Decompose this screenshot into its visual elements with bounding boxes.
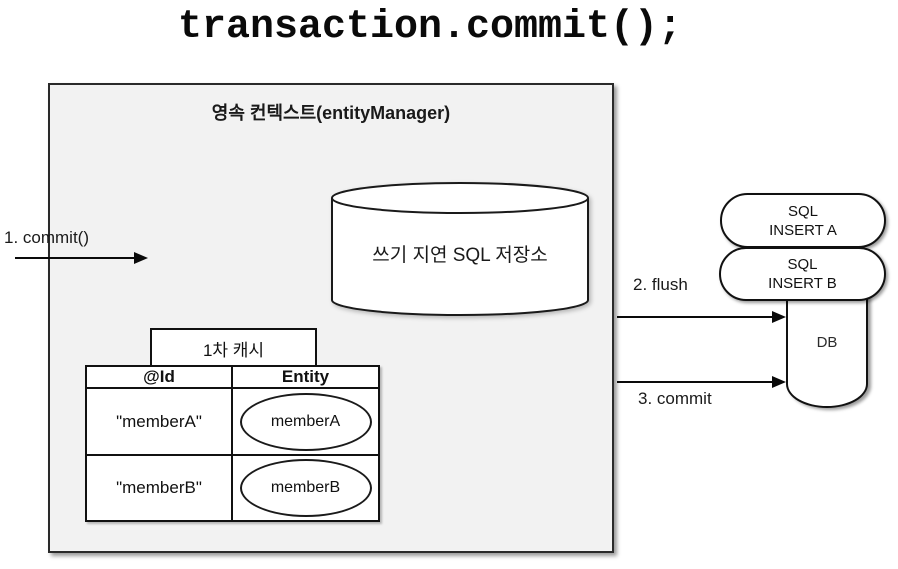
- sql-insert-a-line2: INSERT A: [769, 221, 837, 239]
- table-row-id-memberB: "memberB": [87, 456, 233, 520]
- sql-insert-b-line2: INSERT B: [768, 275, 837, 292]
- table-row-id-memberA: "memberA": [87, 389, 233, 456]
- sql-insert-a-pill: SQL INSERT A: [720, 193, 886, 248]
- first-level-cache-label: 1차 캐시: [202, 341, 265, 360]
- sql-store-cylinder-icon: [331, 182, 589, 316]
- sql-insert-b-line1: SQL: [787, 256, 818, 273]
- entity-ellipse-memberA: memberA: [239, 392, 372, 451]
- sql-insert-a-line1: SQL: [787, 202, 818, 220]
- step2-flush-label: 2. flush: [633, 275, 688, 294]
- persistence-context-label: 영속 컨텍스트(entityManager): [211, 103, 451, 123]
- database-label: DB: [816, 334, 838, 351]
- sql-store-label: 쓰기 지연 SQL 저장소: [372, 245, 548, 266]
- cache-col-header-id: @Id: [87, 367, 233, 389]
- sql-insert-b-pill: SQL INSERT B: [719, 247, 886, 301]
- step3-commit-label: 3. commit: [638, 389, 712, 408]
- step1-commit-label: 1. commit(): [4, 228, 89, 247]
- database-cylinder: DB: [786, 296, 868, 408]
- cache-col-header-entity: Entity: [233, 367, 378, 389]
- first-level-cache-table: @Id Entity "memberA" memberA "memberB" m…: [85, 365, 380, 522]
- table-row-entity-memberB: memberB: [233, 456, 378, 520]
- first-level-cache-tab: 1차 캐시: [150, 328, 317, 369]
- entity-ellipse-memberB: memberB: [239, 459, 372, 517]
- table-row-entity-memberA: memberA: [233, 389, 378, 456]
- code-title: transaction.commit();: [177, 5, 683, 50]
